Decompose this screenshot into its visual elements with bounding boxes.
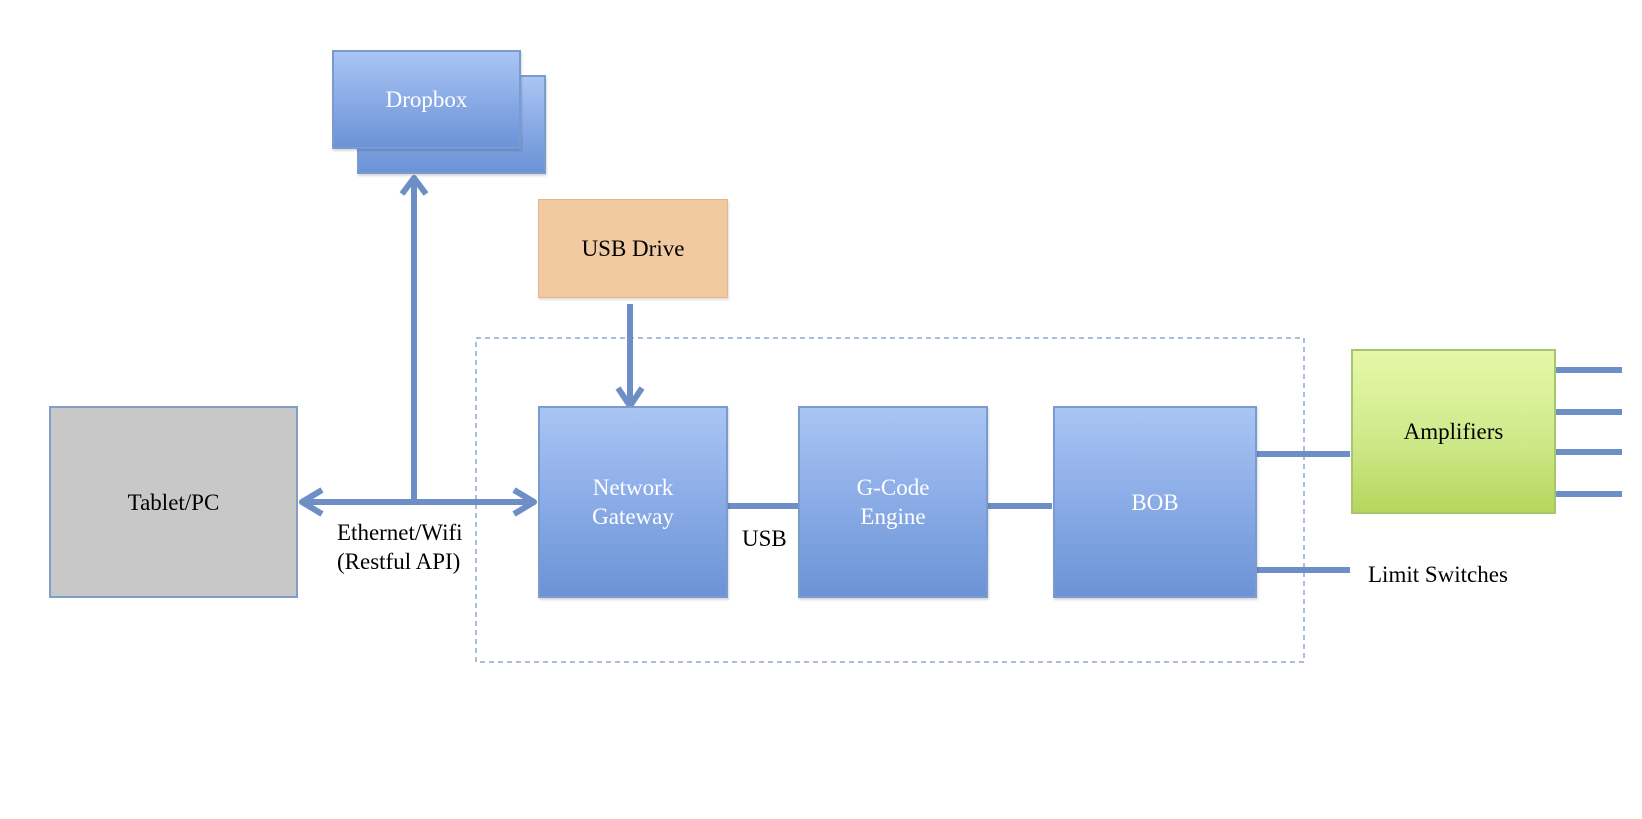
amplifiers-label: Amplifiers [1403,419,1504,444]
gcode-engine-line-1: G-Code [856,475,930,500]
ethernet-label: Ethernet/Wifi (Restful API) [337,518,463,576]
usb-label: USB [742,526,787,551]
bob-node[interactable]: BOB [1053,406,1257,598]
usb-drive-node[interactable]: USB Drive [538,199,728,298]
arrowhead-tablet [299,487,324,517]
arrowhead-gateway [512,487,537,517]
ethernet-label-line-1: Ethernet/Wifi [337,520,463,545]
dropbox-label: Dropbox [385,87,468,112]
limit-switches-label: Limit Switches [1368,562,1508,587]
gcode-engine-label: G-Code Engine [857,473,930,531]
gcode-engine-node[interactable]: G-Code Engine [798,406,988,598]
amplifiers-node[interactable]: Amplifiers [1351,349,1556,514]
usb-drive-label: USB Drive [581,236,685,261]
network-gateway-line-1: Network [592,475,674,500]
network-gateway-label: Network Gateway [592,473,674,531]
bob-label: BOB [1131,489,1179,515]
network-gateway-node[interactable]: Network Gateway [538,406,728,598]
tablet-pc-label: Tablet/PC [127,489,220,515]
tablet-pc-node[interactable]: Tablet/PC [49,406,298,598]
network-gateway-line-2: Gateway [592,504,674,529]
ethernet-label-line-2: (Restful API) [337,549,461,574]
dropbox-node[interactable]: Dropbox [332,50,521,149]
arrowhead-dropbox [399,175,429,196]
gcode-engine-line-2: Engine [860,504,926,529]
